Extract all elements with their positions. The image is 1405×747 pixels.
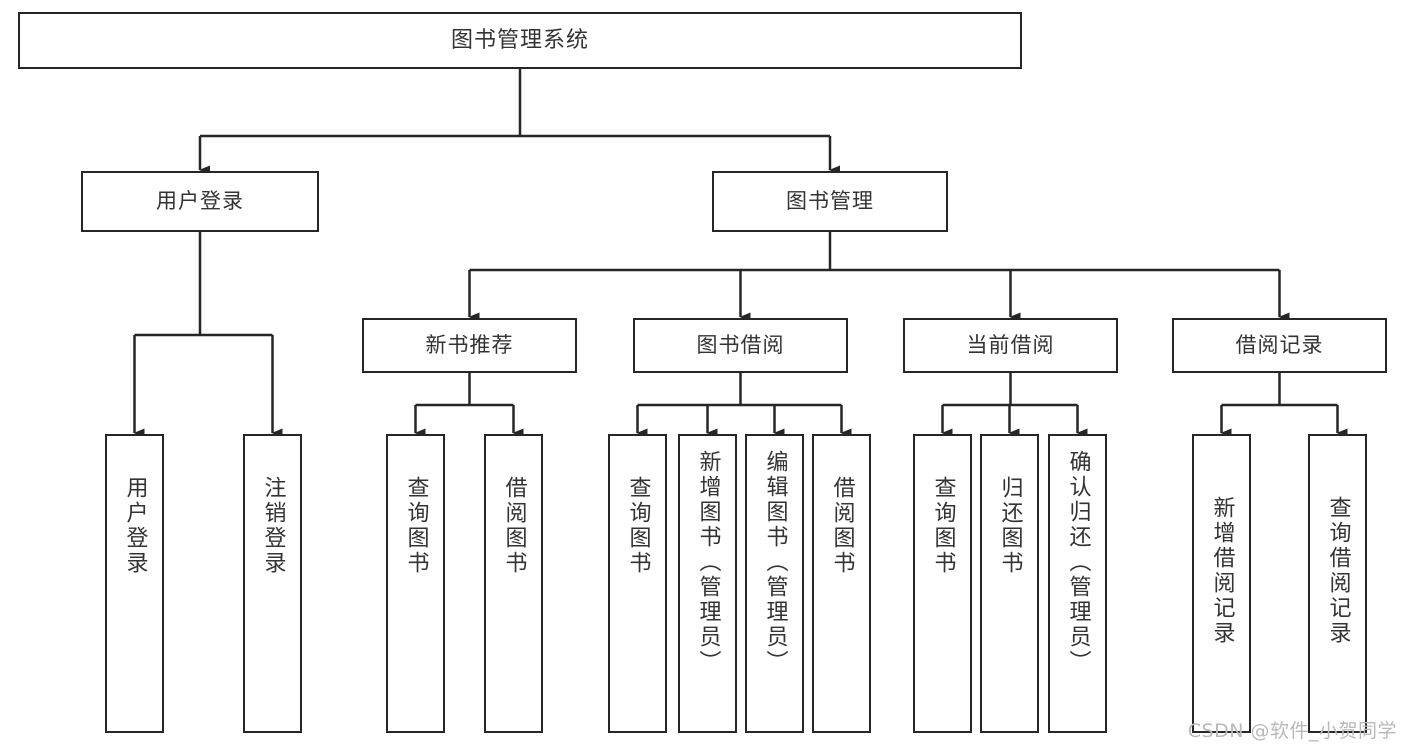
node-label: 图书管理系统 xyxy=(450,27,589,53)
node-label: 新增图书（管理员） xyxy=(695,450,721,675)
node-leaf_rc2[interactable]: 查询借阅记录 xyxy=(1308,434,1367,733)
node-label: 查询图书 xyxy=(625,476,651,576)
node-leaf_login2[interactable]: 注销登录 xyxy=(243,434,302,733)
node-label: 借阅图书 xyxy=(829,476,855,576)
node-leaf_br3[interactable]: 编辑图书（管理员） xyxy=(745,434,804,733)
node-leaf_br4[interactable]: 借阅图书 xyxy=(812,434,871,733)
node-leaf_cu2[interactable]: 归还图书 xyxy=(980,434,1039,733)
node-label: 编辑图书（管理员） xyxy=(762,450,788,675)
node-login[interactable]: 用户登录 xyxy=(81,171,319,232)
node-label: 归还图书 xyxy=(997,476,1023,576)
node-label: 确认归还（管理员） xyxy=(1065,450,1091,675)
node-leaf_cu1[interactable]: 查询图书 xyxy=(913,434,972,733)
node-leaf_rc1[interactable]: 新增借阅记录 xyxy=(1192,434,1251,733)
node-leaf_nb2[interactable]: 借阅图书 xyxy=(484,434,543,733)
node-label: 查询图书 xyxy=(403,476,429,576)
node-root[interactable]: 图书管理系统 xyxy=(18,12,1022,69)
node-label: 新增借阅记录 xyxy=(1209,496,1235,646)
node-leaf_br1[interactable]: 查询图书 xyxy=(608,434,667,733)
node-label: 图书管理 xyxy=(786,189,874,214)
node-label: 查询借阅记录 xyxy=(1325,496,1351,646)
node-current[interactable]: 当前借阅 xyxy=(903,318,1118,373)
node-leaf_nb1[interactable]: 查询图书 xyxy=(386,434,445,733)
node-bookmgmt[interactable]: 图书管理 xyxy=(712,171,948,232)
node-label: 新书推荐 xyxy=(425,333,514,358)
node-label: 用户登录 xyxy=(156,189,244,214)
node-label: 当前借阅 xyxy=(966,333,1055,358)
node-label: 注销登录 xyxy=(260,476,286,576)
edge-group xyxy=(133,69,1348,438)
node-label: 借阅图书 xyxy=(501,476,527,576)
node-newbook[interactable]: 新书推荐 xyxy=(362,318,577,373)
node-label: 用户登录 xyxy=(122,476,148,576)
node-borrow[interactable]: 图书借阅 xyxy=(633,318,848,373)
node-label: 图书借阅 xyxy=(696,333,785,358)
node-label: 查询图书 xyxy=(930,476,956,576)
node-leaf_cu3[interactable]: 确认归还（管理员） xyxy=(1048,434,1107,733)
node-label: 借阅记录 xyxy=(1235,333,1324,358)
node-leaf_br2[interactable]: 新增图书（管理员） xyxy=(678,434,737,733)
node-leaf_login1[interactable]: 用户登录 xyxy=(105,434,164,733)
node-record[interactable]: 借阅记录 xyxy=(1172,318,1387,373)
